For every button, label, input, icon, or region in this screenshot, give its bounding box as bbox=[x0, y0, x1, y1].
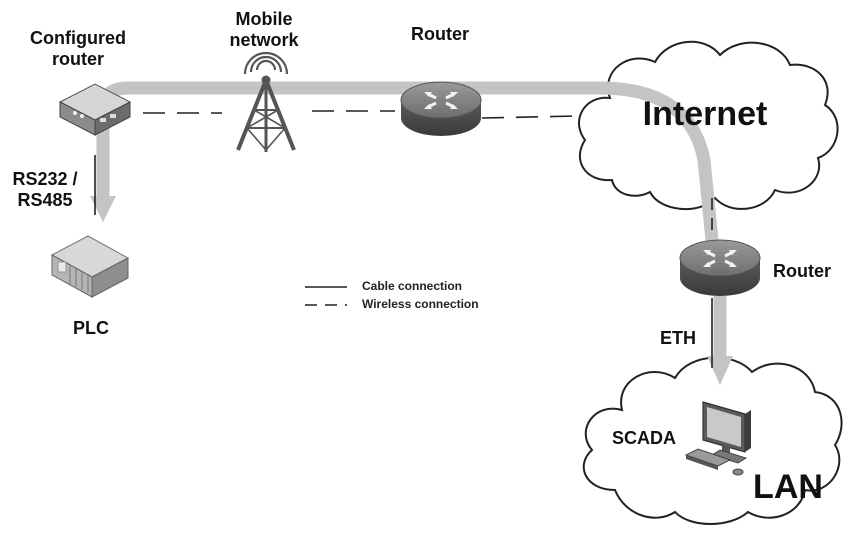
serial-link-label: RS232 / RS485 bbox=[12, 169, 78, 210]
router-top-icon bbox=[400, 81, 482, 136]
scada-label: SCADA bbox=[611, 428, 676, 448]
legend-cable-label: Cable connection bbox=[362, 279, 463, 293]
mobile-network-label: Mobile network bbox=[229, 9, 299, 50]
router-right-icon bbox=[679, 239, 761, 296]
wireless-link-3 bbox=[481, 115, 579, 119]
plc-icon bbox=[50, 235, 130, 298]
router-top-label: Router bbox=[411, 24, 469, 44]
eth-label: ETH bbox=[660, 328, 696, 348]
legend bbox=[305, 286, 347, 306]
arrow-to-plc bbox=[90, 196, 116, 222]
internet-cloud bbox=[578, 40, 839, 210]
computer-icon bbox=[684, 401, 751, 476]
cell-tower-icon bbox=[236, 51, 296, 152]
configured-router-icon bbox=[58, 83, 132, 136]
plc-label: PLC bbox=[73, 318, 109, 338]
internet-label: Internet bbox=[642, 95, 768, 133]
router-right-label: Router bbox=[773, 261, 831, 281]
configured-router-label: Configured router bbox=[30, 28, 126, 69]
lan-label: LAN bbox=[753, 468, 823, 506]
arrow-to-lan bbox=[707, 356, 733, 385]
legend-wireless-label: Wireless connection bbox=[362, 297, 479, 311]
